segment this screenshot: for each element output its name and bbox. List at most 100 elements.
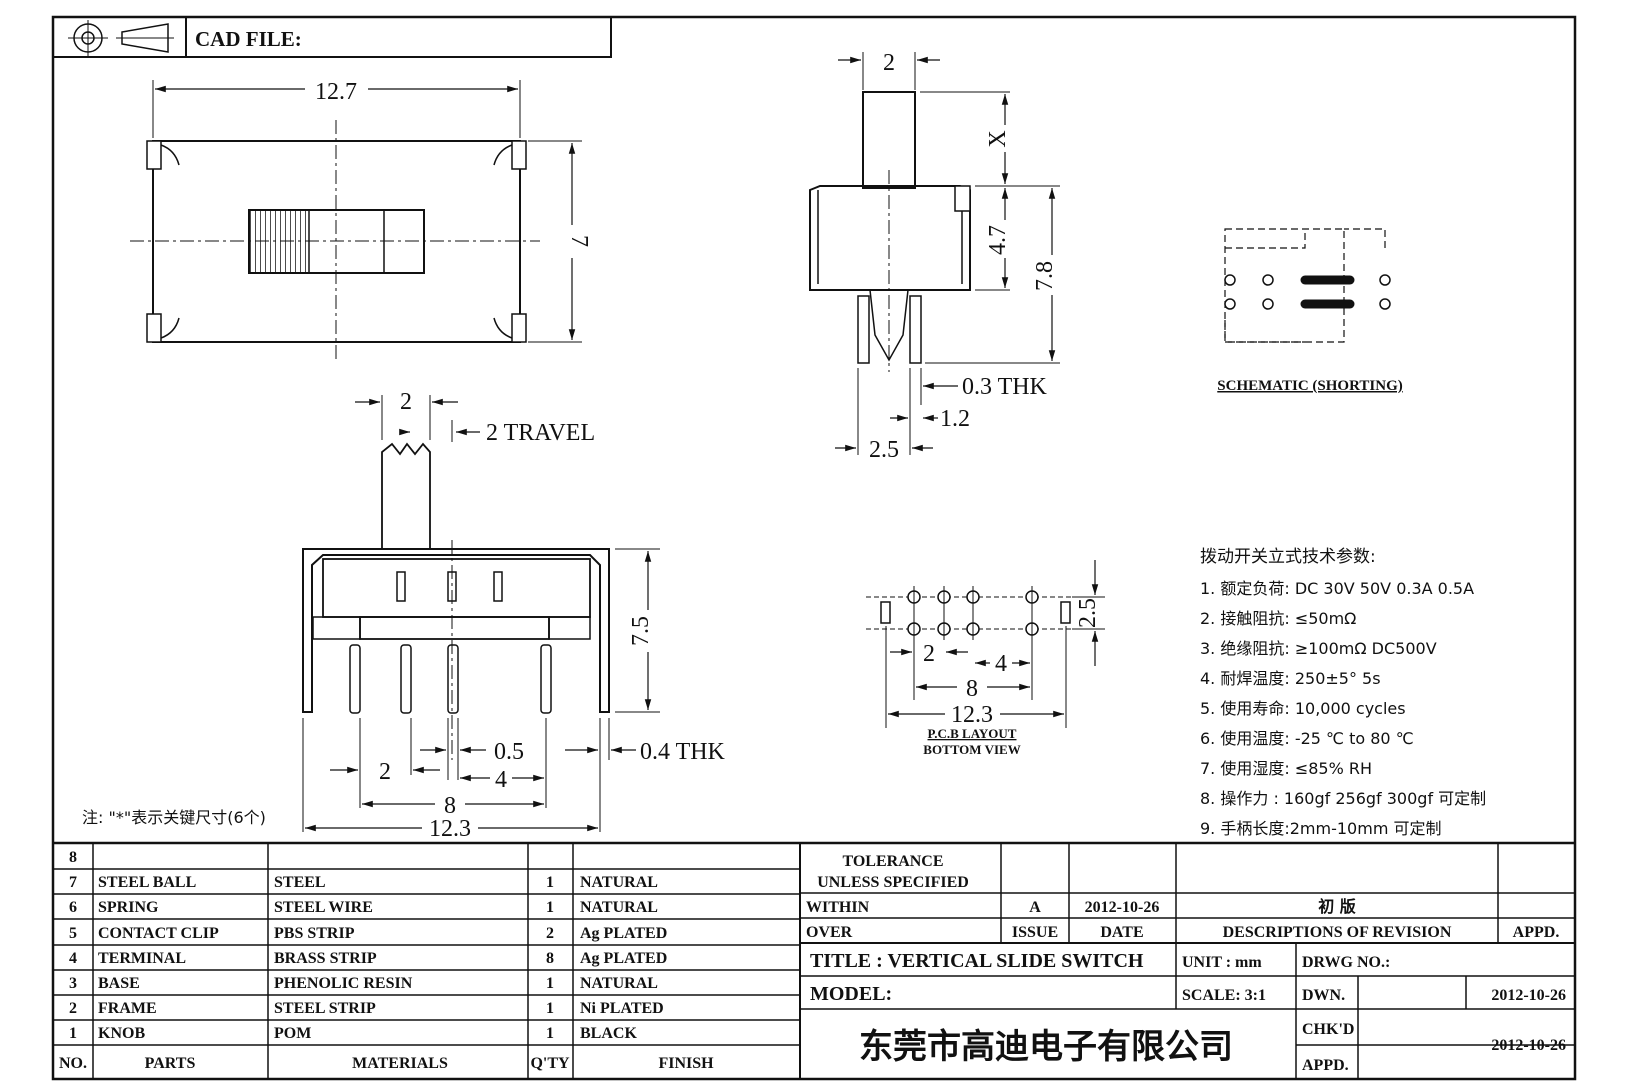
bom-qty: 2: [546, 925, 554, 942]
pcb-row-gap-dim: 2.5: [1075, 598, 1101, 628]
bom-part: STEEL BALL: [98, 874, 196, 891]
over-label: OVER: [806, 924, 853, 941]
spec-item: 8. 操作力 : 160gf 256gf 300gf 可定制: [1200, 789, 1486, 808]
bom-material: STEEL STRIP: [274, 1000, 376, 1017]
span-8-dim: 8: [444, 793, 456, 819]
within-label: WITHIN: [806, 899, 870, 916]
issue-label: ISSUE: [1012, 924, 1058, 941]
total-height-dim: 7.8: [1032, 261, 1058, 291]
bom-part: CONTACT CLIP: [98, 925, 219, 942]
bom-finish: NATURAL: [580, 874, 658, 891]
revision-date: 2012-10-26: [1085, 899, 1160, 916]
schematic-label: SCHEMATIC (SHORTING): [1217, 378, 1402, 394]
bom-table: 8 7 STEEL BALL STEEL 1 NATURAL 6 SPRING …: [53, 841, 1575, 1079]
top-width-dim: 12.7: [315, 79, 357, 105]
top-height-dim: 7: [566, 235, 592, 247]
spec-item: 2. 接触阻抗: ≤50mΩ: [1200, 609, 1356, 628]
projection-symbol-icon: [68, 20, 174, 56]
bom-no: 8: [69, 849, 77, 866]
schematic-diagram: SCHEMATIC (SHORTING): [1217, 228, 1403, 394]
bom-qty: 1: [546, 1000, 554, 1017]
bom-qty: 1: [546, 899, 554, 916]
bom-qty: 1: [546, 975, 554, 992]
pcb-layout: 2.5 2 4 8 12.3 P.C.B LAYOUT BOTTOM VIEW: [866, 560, 1105, 757]
pitch-2-dim: 2: [379, 759, 391, 785]
company-name: 东莞市高迪电子有限公司: [859, 1027, 1233, 1067]
bom-finish: BLACK: [580, 1025, 637, 1042]
pcb-pitch-4-dim: 4: [995, 651, 1007, 677]
bom-finish: Ag PLATED: [580, 925, 667, 942]
checked-label: CHK'D: [1302, 1021, 1354, 1038]
pcb-pitch-2-dim: 2: [923, 641, 935, 667]
bom-material: PBS STRIP: [274, 925, 355, 942]
scale-label: SCALE: 3:1: [1182, 987, 1266, 1004]
bom-no: 3: [69, 975, 77, 992]
bom-finish: NATURAL: [580, 975, 658, 992]
drawn-label: DWN.: [1302, 987, 1345, 1004]
bom-finish: NATURAL: [580, 899, 658, 916]
bom-header-parts: PARTS: [145, 1055, 196, 1072]
pcb-total-dim: 12.3: [951, 702, 993, 728]
checked-date: 2012-10-26: [1491, 1037, 1566, 1054]
bom-header-finish: FINISH: [658, 1055, 714, 1072]
pcb-holes: [907, 586, 1039, 640]
pin-width-dim: 0.5: [494, 739, 524, 765]
frame-thickness-label: 0.4 THK: [640, 739, 726, 765]
bom-no: 4: [69, 950, 77, 967]
front-height-dim: 7.5: [628, 616, 654, 646]
spec-item: 6. 使用温度: -25 ℃ to 80 ℃: [1200, 729, 1414, 748]
bom-material: BRASS STRIP: [274, 950, 377, 967]
bom-part: TERMINAL: [98, 950, 186, 967]
schematic-contacts: [1224, 274, 1391, 310]
bom-qty: 1: [546, 874, 554, 891]
travel-dim: 2 TRAVEL: [486, 420, 595, 446]
bom-header-materials: MATERIALS: [352, 1055, 448, 1072]
bom-part: FRAME: [98, 1000, 157, 1017]
tolerance-label: TOLERANCE: [842, 853, 943, 870]
front-view: 2 2 TRAVEL 7.5 0.5 0.4 THK 2 4 8: [302, 389, 726, 842]
bom-header-qty: Q'TY: [530, 1055, 570, 1072]
body-height-dim: 4.7: [985, 225, 1011, 255]
bom-finish: Ni PLATED: [580, 1000, 664, 1017]
spec-item: 7. 使用湿度: ≤85% RH: [1200, 759, 1372, 778]
bom-no: 2: [69, 1000, 77, 1017]
bom-no: 5: [69, 925, 77, 942]
revision-letter: A: [1029, 899, 1041, 916]
appd-column-label: APPD.: [1513, 924, 1560, 941]
cad-header: CAD FILE:: [52, 16, 612, 58]
drawn-date: 2012-10-26: [1491, 987, 1566, 1004]
pitch-4-dim: 4: [495, 767, 507, 793]
key-dimension-note: 注: "*"表示关键尺寸(6个): [82, 808, 266, 827]
spec-title: 拨动开关立式技术参数:: [1200, 547, 1376, 567]
revision-description: 初 版: [1318, 897, 1356, 916]
pcb-layout-label: P.C.B LAYOUT: [928, 726, 1017, 741]
bom-part: BASE: [98, 975, 140, 992]
stem-height-dim: X: [985, 130, 1011, 147]
date-label: DATE: [1100, 924, 1143, 941]
spec-item: 3. 绝缘阻抗: ≥100mΩ DC500V: [1200, 639, 1437, 658]
bom-part: KNOB: [98, 1025, 145, 1042]
bom-material: PHENOLIC RESIN: [274, 975, 413, 992]
spec-list: 拨动开关立式技术参数: 1. 额定负荷: DC 30V 50V 0.3A 0.5…: [1200, 547, 1486, 838]
bom-qty: 8: [546, 950, 554, 967]
cad-file-label: CAD FILE:: [195, 27, 302, 51]
bom-qty: 1: [546, 1025, 554, 1042]
pin-gap-dim: 1.2: [940, 406, 970, 432]
unit-label: UNIT : mm: [1182, 954, 1262, 971]
bom-material: POM: [274, 1025, 311, 1042]
front-total-dim: 12.3: [429, 816, 471, 842]
descriptions-label: DESCRIPTIONS OF REVISION: [1223, 924, 1452, 941]
bom-part: SPRING: [98, 899, 159, 916]
knob-width-dim: 2: [400, 389, 412, 415]
model-label: MODEL:: [810, 983, 892, 1005]
bom-finish: Ag PLATED: [580, 950, 667, 967]
unless-specified-label: UNLESS SPECIFIED: [817, 874, 969, 891]
approved-label: APPD.: [1302, 1057, 1349, 1074]
bom-no: 6: [69, 899, 77, 916]
pin-spacing-dim: 2.5: [869, 437, 899, 463]
spec-item: 4. 耐焊温度: 250±5° 5s: [1200, 669, 1381, 688]
drawing-title: TITLE : VERTICAL SLIDE SWITCH: [810, 950, 1144, 972]
top-view: 12.7 7: [130, 79, 592, 360]
drawing-border: [51, 15, 1577, 1081]
